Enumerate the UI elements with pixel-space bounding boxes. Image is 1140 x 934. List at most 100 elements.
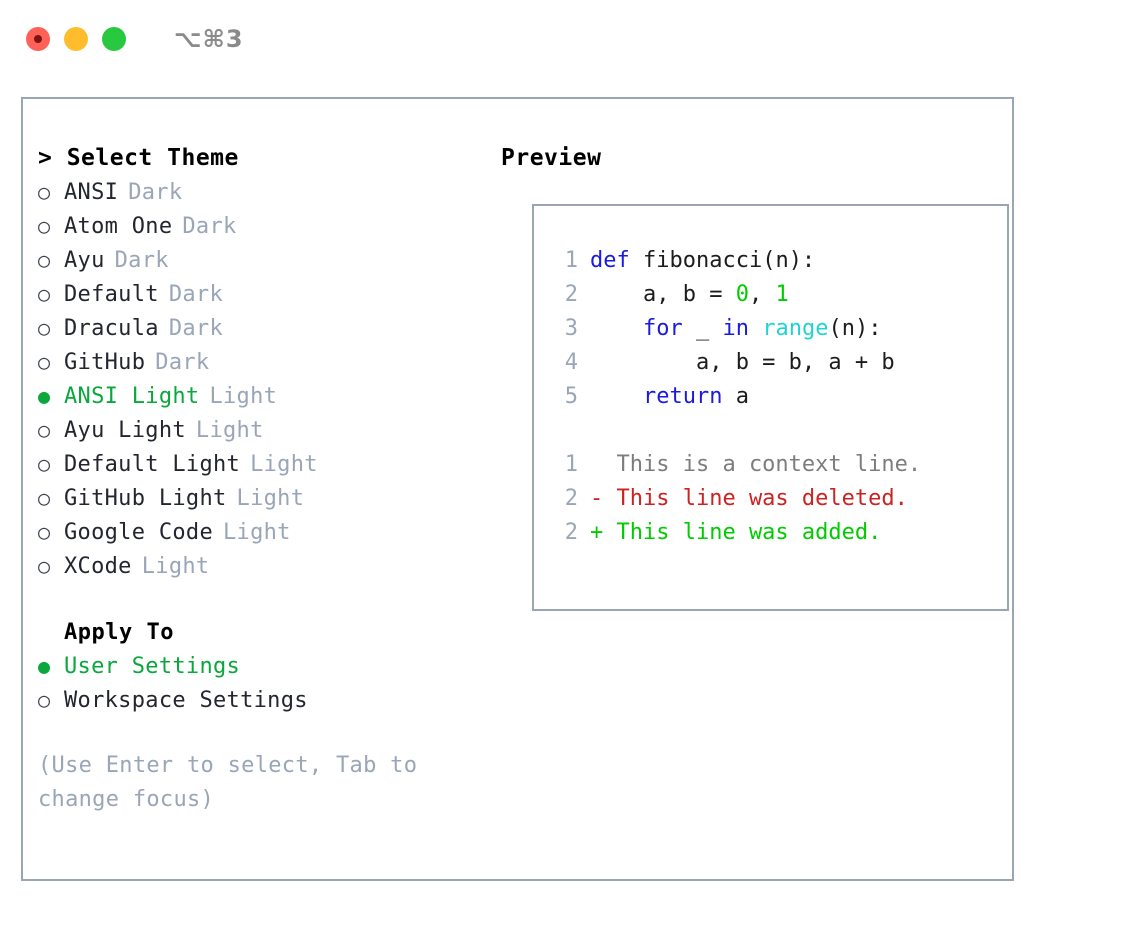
apply-to-option-label: Workspace Settings: [64, 688, 308, 713]
code-token-kw: in: [722, 316, 749, 341]
code-line: 5 return a: [548, 380, 1007, 414]
code-token-id: fibonacci(n):: [629, 248, 816, 273]
preview-heading: Preview: [501, 145, 602, 171]
apply-to-label: Apply To: [64, 620, 174, 645]
radio-unselected-icon[interactable]: ○: [38, 180, 51, 204]
theme-kind-label: Dark: [128, 180, 183, 205]
theme-option-label: Dracula: [64, 316, 159, 341]
theme-option-0[interactable]: ○ ANSI Dark: [38, 175, 498, 209]
spacer-bullet: ○: [38, 615, 64, 649]
minimize-window-icon[interactable]: [64, 27, 88, 51]
select-theme-heading: > Select Theme: [38, 145, 239, 171]
traffic-light-group: [26, 27, 126, 51]
theme-option-label: Ayu: [64, 248, 105, 273]
radio-unselected-icon[interactable]: ○: [38, 486, 51, 510]
diff-line-ctx: 1 This is a context line.: [548, 448, 1007, 482]
diff-line-del: 2 - This line was deleted.: [548, 482, 1007, 516]
theme-kind-label: Light: [236, 486, 305, 511]
code-token-fn: range: [762, 316, 829, 341]
line-number: 2: [564, 282, 578, 307]
radio-unselected-icon[interactable]: ○: [38, 316, 51, 340]
theme-kind-label: Dark: [168, 316, 224, 341]
theme-option-label: Atom One: [64, 214, 173, 239]
theme-option-9[interactable]: ○ GitHub Light Light: [38, 481, 498, 515]
apply-to-option-0[interactable]: ● User Settings: [38, 649, 498, 683]
apply-to-option-1[interactable]: ○ Workspace Settings: [38, 683, 498, 717]
theme-option-label: Default Light: [64, 452, 241, 477]
code-token-id: [749, 316, 762, 341]
line-number: 2: [564, 520, 578, 545]
apply-to-heading: ○ Apply To: [38, 615, 498, 649]
theme-option-6[interactable]: ● ANSI Light Light: [38, 379, 498, 413]
theme-kind-label: Dark: [114, 248, 169, 273]
code-token-num: 0: [735, 282, 749, 307]
apply-to-option-label: User Settings: [64, 654, 241, 679]
radio-unselected-icon[interactable]: ○: [38, 214, 51, 238]
theme-option-label: ANSI: [64, 180, 119, 205]
theme-option-5[interactable]: ○ GitHub Dark: [38, 345, 498, 379]
theme-option-4[interactable]: ○ Dracula Dark: [38, 311, 498, 345]
line-number: 3: [564, 316, 578, 341]
theme-kind-label: Light: [141, 554, 210, 579]
theme-option-label: GitHub: [64, 350, 146, 375]
code-text: a, b = 0, 1: [590, 278, 789, 312]
theme-option-label: ANSI Light: [64, 384, 200, 409]
code-token-id: a, b =: [590, 282, 736, 307]
code-token-id: ,: [748, 282, 776, 307]
code-text: a, b = b, a + b: [590, 346, 895, 380]
code-token-id: [590, 316, 643, 341]
radio-selected-icon[interactable]: ●: [38, 654, 51, 678]
apply-to-option-list[interactable]: ● User Settings ○ Workspace Settings: [38, 649, 498, 717]
theme-kind-label: Dark: [155, 350, 210, 375]
keyboard-hint-text: (Use Enter to select, Tab to change focu…: [38, 753, 418, 812]
code-token-kw: def: [590, 248, 630, 273]
radio-unselected-icon[interactable]: ○: [38, 418, 51, 442]
code-token-id: (n):: [828, 316, 882, 341]
diff-text: - This line was deleted.: [590, 486, 908, 511]
radio-unselected-icon[interactable]: ○: [38, 688, 51, 712]
theme-option-label: GitHub Light: [64, 486, 227, 511]
code-token-id: _: [682, 316, 723, 341]
radio-unselected-icon[interactable]: ○: [38, 452, 51, 476]
theme-kind-label: Light: [209, 384, 278, 409]
window-titlebar: ⌥⌘3: [0, 0, 1140, 78]
diff-sample: 1 This is a context line. 2 - This line wa…: [548, 448, 1007, 550]
code-text: return a: [590, 380, 749, 414]
code-token-kw: for: [642, 316, 683, 341]
code-token-id: a, b = b, a + b: [590, 350, 895, 375]
code-text: for _ in range(n):: [590, 312, 881, 346]
diff-text: This is a context line.: [590, 452, 922, 477]
theme-kind-label: Dark: [168, 282, 224, 307]
radio-unselected-icon[interactable]: ○: [38, 282, 51, 306]
line-number: 1: [564, 452, 578, 477]
theme-option-2[interactable]: ○ Ayu Dark: [38, 243, 498, 277]
diff-text: + This line was added.: [590, 520, 882, 545]
radio-unselected-icon[interactable]: ○: [38, 520, 51, 544]
close-window-icon[interactable]: [26, 27, 50, 51]
code-line: 4 a, b = b, a + b: [548, 346, 1007, 380]
radio-unselected-icon[interactable]: ○: [38, 554, 51, 578]
maximize-window-icon[interactable]: [102, 27, 126, 51]
code-line: 3 for _ in range(n):: [548, 312, 1007, 346]
radio-selected-icon[interactable]: ●: [38, 384, 51, 408]
radio-unselected-icon[interactable]: ○: [38, 248, 51, 272]
keyboard-shortcut-label: ⌥⌘3: [174, 25, 244, 53]
radio-unselected-icon[interactable]: ○: [38, 350, 51, 374]
code-text: def fibonacci(n):: [590, 244, 815, 278]
theme-kind-label: Light: [195, 418, 264, 443]
theme-kind-label: Light: [223, 520, 291, 545]
line-number: 2: [564, 486, 578, 511]
line-number: 4: [564, 350, 578, 375]
